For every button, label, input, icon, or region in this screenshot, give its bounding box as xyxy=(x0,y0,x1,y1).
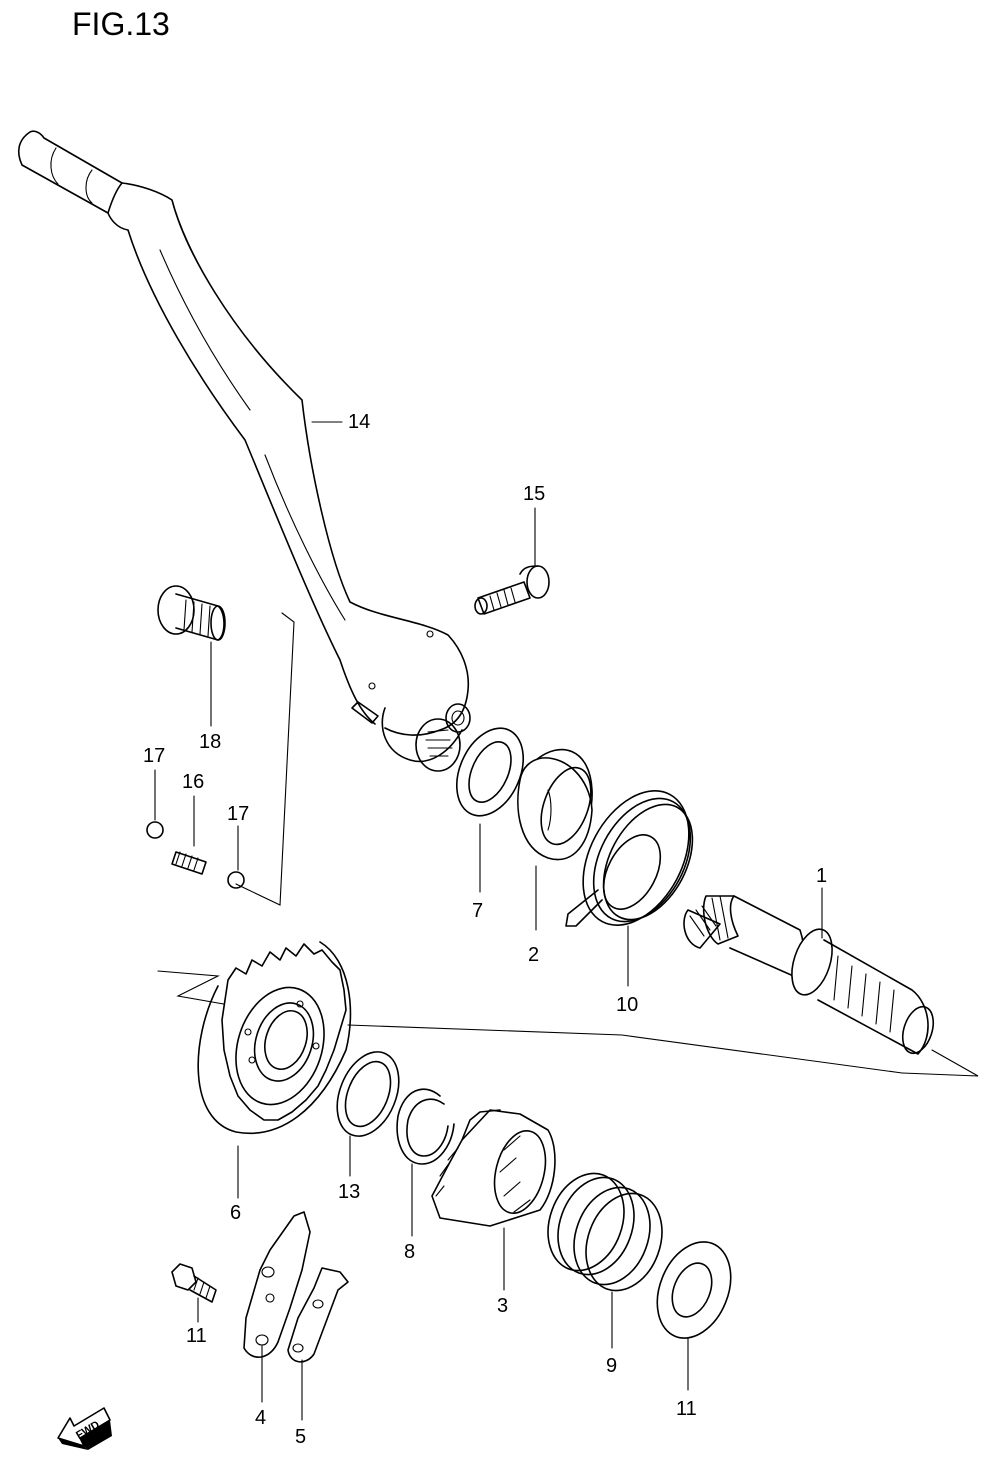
part-number-11: 11 xyxy=(186,1325,207,1347)
assembly-axis-line xyxy=(157,612,979,1077)
part-number-15: 15 xyxy=(523,483,545,505)
part-number-16: 16 xyxy=(182,771,204,793)
ratchet-spring xyxy=(547,1172,663,1349)
part-number-8: 8 xyxy=(404,1241,415,1263)
stopper-plate-b xyxy=(287,1267,349,1421)
kick-lever xyxy=(17,130,471,772)
part-number-4: 4 xyxy=(255,1407,266,1429)
figure-title: FIG.13 xyxy=(72,6,170,42)
stopper-plate-a xyxy=(243,1211,311,1403)
kick-guide xyxy=(517,748,593,931)
part-number-10: 10 xyxy=(616,994,638,1016)
washer-7 xyxy=(456,727,524,893)
kick-gear xyxy=(197,941,352,1199)
ball-17a xyxy=(146,769,164,839)
spring-16 xyxy=(171,795,207,875)
part-number-14: 14 xyxy=(348,411,370,433)
bolt-18 xyxy=(157,585,226,727)
part-number-17b: 17 xyxy=(227,803,249,825)
bolt-11 xyxy=(171,1263,217,1323)
part-number-7: 7 xyxy=(472,900,483,922)
fwd-arrow: FWD xyxy=(57,1407,112,1450)
part-number-13: 13 xyxy=(338,1181,360,1203)
ball-17b xyxy=(227,825,245,889)
ratchet xyxy=(431,1109,556,1291)
part-number-2: 2 xyxy=(528,944,539,966)
part-number-9: 9 xyxy=(606,1355,617,1377)
part-number-5: 5 xyxy=(295,1426,306,1448)
part-number-17a: 17 xyxy=(143,745,165,767)
part-number-3: 3 xyxy=(497,1295,508,1317)
part-number-6: 6 xyxy=(230,1202,241,1224)
part-number-labels: 14 15 18 17 16 17 7 2 10 1 6 13 8 3 9 11… xyxy=(143,411,827,1448)
part-number-1: 1 xyxy=(816,865,827,887)
circlip xyxy=(396,1088,455,1237)
washer-12 xyxy=(656,1241,732,1391)
washer-13 xyxy=(336,1051,400,1177)
lever-bolt xyxy=(474,507,550,615)
kick-shaft xyxy=(683,887,935,1055)
return-spring xyxy=(565,790,694,987)
part-number-12: 11 xyxy=(676,1398,697,1420)
part-number-18: 18 xyxy=(199,731,221,753)
